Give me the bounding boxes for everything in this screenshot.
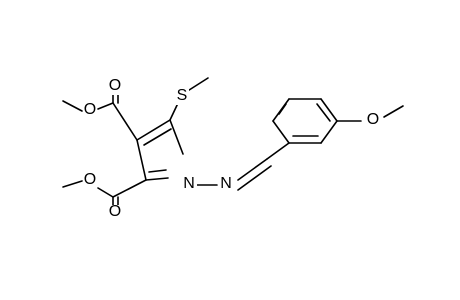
atom-o-bottom-carbonyl: O	[109, 203, 121, 220]
label-bg-top-ester-o	[83, 103, 97, 119]
bond-c5-bottom-carbonyl	[112, 179, 147, 198]
bond-c3-c2	[169, 119, 184, 155]
label-bg-s-thio	[175, 89, 189, 105]
label-bg-imine-n	[218, 177, 234, 193]
atom-labels: O O S O N N O O	[83, 77, 380, 221]
bond-bottom-ester-methyl	[62, 180, 83, 188]
bond-benzene-4	[320, 98, 338, 122]
bond-s-methyl	[185, 77, 209, 93]
bond-benzene-inner-3	[278, 103, 287, 115]
bond-top-carbonyl-ester-o	[97, 102, 114, 110]
bond-bottom-carbonyl-ester-o	[97, 187, 114, 198]
bond-c5-c6-inner	[148, 169, 167, 173]
bond-benzene-1	[266, 142, 290, 160]
bond-imine-n-c-inner	[237, 165, 272, 191]
bond-o-methoxy-methyl	[383, 105, 404, 118]
label-bg-bottom-carbonyl-o	[108, 205, 122, 221]
bond-c4-top-carbonyl	[112, 102, 138, 141]
bond-c4-c5	[136, 139, 147, 181]
atom-o-top-carbonyl: O	[109, 77, 121, 94]
bonds	[62, 77, 404, 210]
bond-c5-c6	[145, 177, 169, 181]
atom-s-thio: S	[177, 87, 188, 104]
bond-top-ester-methyl	[62, 100, 83, 112]
atom-o-methoxy: O	[367, 111, 379, 128]
bond-c4-c3-inner	[143, 128, 172, 146]
bond-c4-c3	[136, 119, 171, 141]
atom-o-top-ester: O	[84, 101, 96, 118]
label-bg-bottom-ester-o	[83, 173, 97, 189]
atom-n-ring: N	[183, 175, 195, 192]
label-bg-ring-n	[181, 177, 197, 193]
label-bg-top-carbonyl-o	[108, 79, 122, 95]
atom-n-imine: N	[220, 175, 232, 192]
bond-benzene-7	[272, 120, 290, 144]
label-bg-methoxy-o	[366, 113, 380, 129]
bond-benzene-3	[320, 120, 338, 144]
atom-o-bottom-ester: O	[84, 171, 96, 188]
bond-benzene-inner-2	[316, 103, 331, 122]
bond-imine-n-c	[237, 158, 268, 181]
